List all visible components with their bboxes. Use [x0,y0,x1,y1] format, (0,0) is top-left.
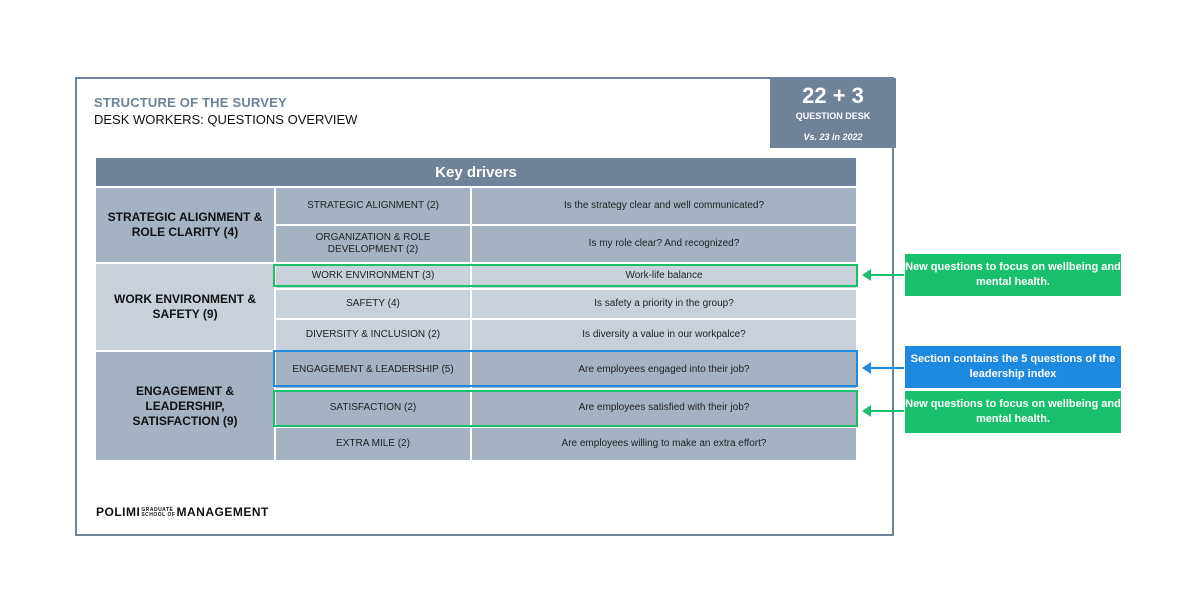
driver-engagement-leadership: ENGAGEMENT & LEADERSHIP (5) [276,352,470,388]
driver-satisfaction: SATISFACTION (2) [276,390,470,426]
arrow-head-icon [862,269,871,281]
question-extra-mile: Are employees willing to make an extra e… [472,428,856,460]
question-safety: Is safety a priority in the group? [472,290,856,318]
question-strategic-alignment: Is the strategy clear and well communica… [472,188,856,224]
driver-strategic-alignment: STRATEGIC ALIGNMENT (2) [276,188,470,224]
question-diversity-inclusion: Is diversity a value in our workpalce? [472,320,856,350]
question-count-comparison: Vs. 23 in 2022 [803,132,863,142]
driver-organization-role: ORGANIZATION & ROLE DEVELOPMENT (2) [276,226,470,262]
key-drivers-table: Key drivers STRATEGIC ALIGNMENT & ROLE C… [96,158,856,460]
question-count-label: QUESTION DESK [795,111,871,121]
category-engagement-leadership: ENGAGEMENT & LEADERSHIP, SATISFACTION (9… [96,352,274,460]
logo-right: MANAGEMENT [176,505,269,519]
question-organization-role: Is my role clear? And recognized? [472,226,856,262]
arrow-head-icon [862,362,871,374]
driver-safety: SAFETY (4) [276,290,470,318]
callout-satisfaction: New questions to focus on wellbeing and … [905,391,1121,433]
arrow-satisfaction [862,405,904,417]
arrow-leadership [862,362,904,374]
page-title: STRUCTURE OF THE SURVEY [94,95,287,110]
question-work-environment: Work-life balance [472,264,856,288]
question-satisfaction: Are employees satisfied with their job? [472,390,856,426]
callout-work-environment: New questions to focus on wellbeing and … [905,254,1121,296]
callout-leadership: Section contains the 5 questions of the … [905,346,1121,388]
logo-left: POLIMI [96,505,141,519]
category-strategic-alignment: STRATEGIC ALIGNMENT & ROLE CLARITY (4) [96,188,274,262]
driver-work-environment: WORK ENVIRONMENT (3) [276,264,470,288]
arrow-work-environment [862,269,904,281]
driver-extra-mile: EXTRA MILE (2) [276,428,470,460]
category-work-environment: WORK ENVIRONMENT & SAFETY (9) [96,264,274,350]
question-engagement-leadership: Are employees engaged into their job? [472,352,856,388]
question-count-box: 22 + 3 QUESTION DESK Vs. 23 in 2022 [770,78,896,148]
page-subtitle: DESK WORKERS: QUESTIONS OVERVIEW [94,112,358,127]
driver-diversity-inclusion: DIVERSITY & INCLUSION (2) [276,320,470,350]
logo-small-bottom: SCHOOL OF [141,511,176,518]
arrow-head-icon [862,405,871,417]
logo-small-top: GRADUATE [141,506,174,513]
table-header: Key drivers [96,158,856,186]
question-count: 22 + 3 [802,83,864,108]
